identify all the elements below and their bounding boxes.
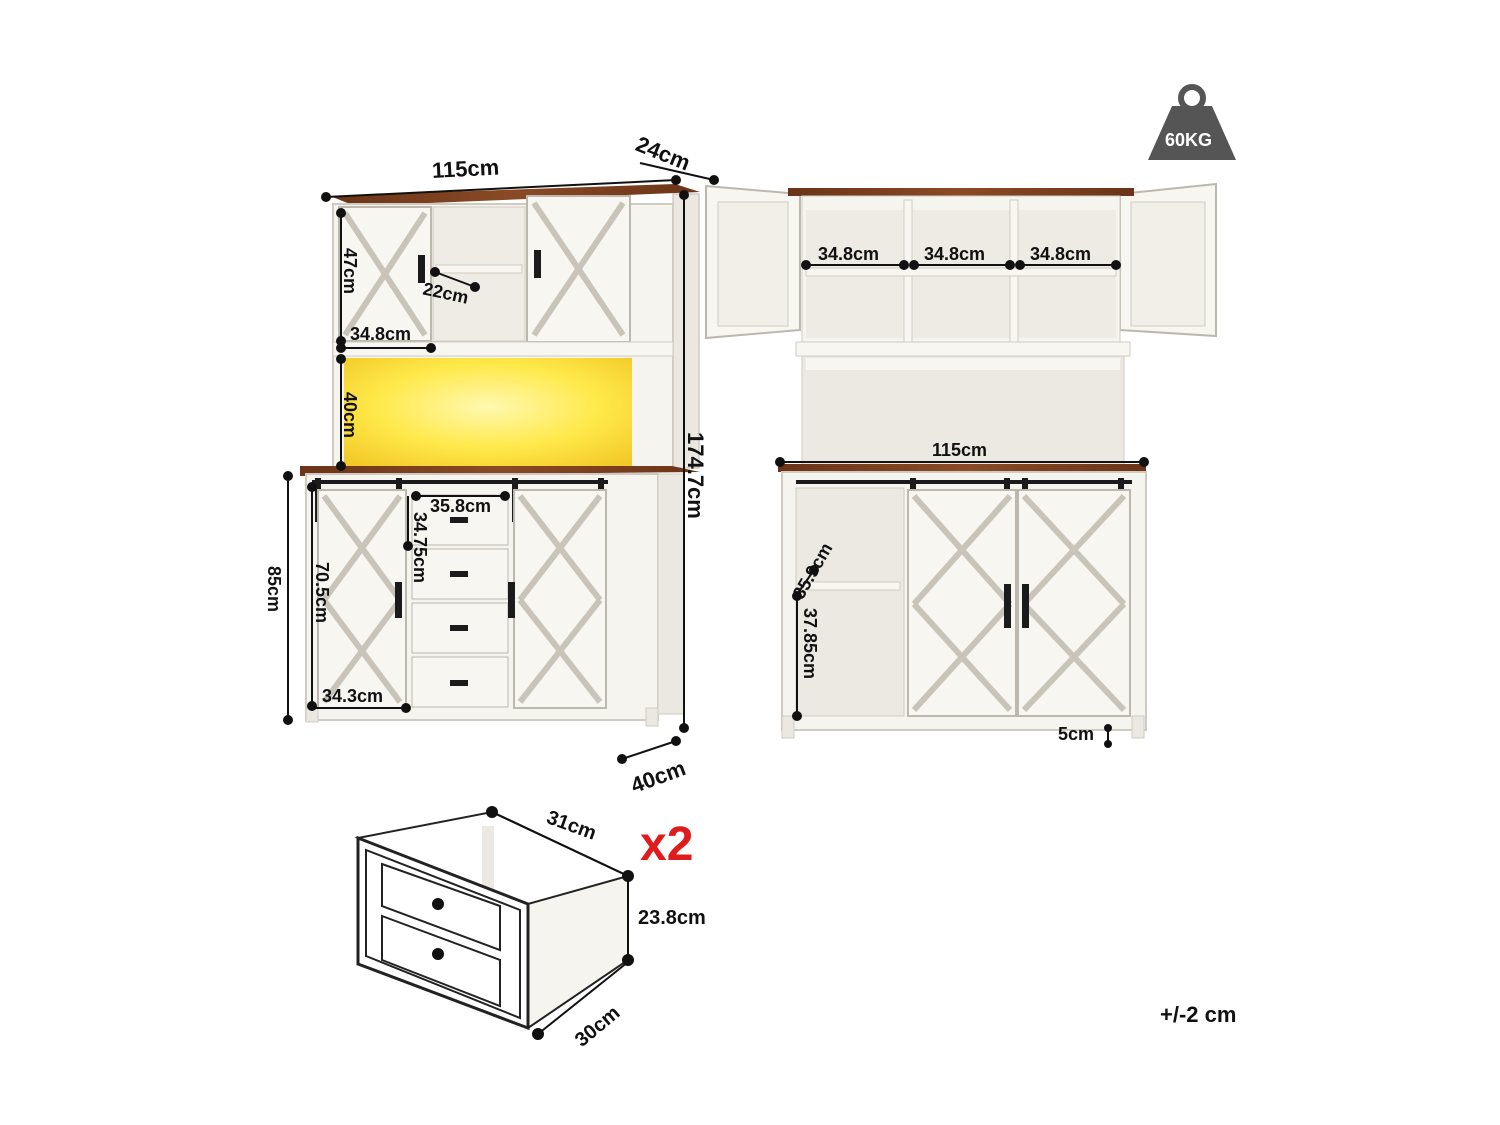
label-drawer-height-238: 23.8cm: [638, 907, 706, 929]
label-cubby-width-1: 34.8cm: [818, 244, 879, 264]
right-barn-door-right: [1017, 489, 1131, 717]
right-barn-door-left: [907, 489, 1017, 717]
hutch-top-board: [330, 184, 700, 206]
right-dimension-lines: [775, 260, 1149, 748]
lower-right-barn-door: [513, 489, 607, 709]
weight-icon: 60KG: [1148, 84, 1236, 160]
right-base-top: [778, 464, 1146, 472]
drawer-stack: [411, 494, 509, 708]
label-depth-40: 40cm: [627, 755, 688, 798]
label-door-height-47: 47cm: [340, 248, 360, 294]
label-drawer-width-358: 35.8cm: [430, 496, 491, 516]
label-base-height-85: 85cm: [264, 566, 284, 612]
label-drawer-depth-31: 31cm: [544, 807, 600, 845]
right-open-compartment: [795, 487, 905, 717]
weight-capacity-label: 60KG: [1165, 130, 1212, 150]
label-cubby-width-2: 34.8cm: [924, 244, 985, 264]
drawer-quantity-label: x2: [640, 818, 693, 871]
label-door-width-343: 34.3cm: [322, 686, 383, 706]
lower-left-barn-door: [317, 489, 407, 709]
label-height-174: 174.7cm: [683, 432, 708, 519]
drawer-detail: [354, 810, 631, 1031]
left-dimension-lines: [283, 162, 719, 764]
upper-open-cubby: [432, 206, 526, 342]
label-cubby-width-3: 34.8cm: [1030, 244, 1091, 264]
tolerance-note: +/-2 cm: [1160, 1002, 1236, 1027]
right-hutch-top: [788, 188, 1134, 196]
label-leg-height-5: 5cm: [1058, 724, 1094, 744]
label-led-height-40: 40cm: [340, 392, 360, 438]
label-door-height-705: 70.5cm: [312, 562, 332, 623]
right-cabinet-view: [705, 182, 1217, 739]
label-right-width-115: 115cm: [932, 440, 987, 460]
label-width-115: 115cm: [431, 154, 500, 182]
label-drawer-width-30: 30cm: [571, 1002, 624, 1052]
drawer-dimension-lines: [486, 806, 634, 1040]
label-drawer-height-3475: 34.75cm: [410, 512, 430, 583]
label-inner-height-3785: 37.85cm: [800, 608, 820, 679]
left-cabinet-view: [300, 184, 700, 727]
label-door-width-348: 34.8cm: [350, 324, 411, 344]
led-light-opening: [344, 358, 632, 466]
